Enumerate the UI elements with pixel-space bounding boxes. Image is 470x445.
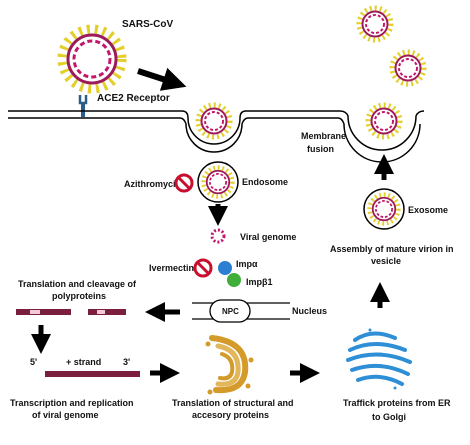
translation-structural-label-2: accesory proteins xyxy=(192,410,269,420)
translation-cleavage-label-2: polyproteins xyxy=(52,291,106,301)
polyprotein-2 xyxy=(88,309,126,315)
plus-strand-label: + strand xyxy=(66,357,101,367)
entry-arrow xyxy=(137,67,187,91)
sars-cov-virion xyxy=(57,24,127,94)
transcription-label-2: of viral genome xyxy=(32,410,99,420)
transcription-label: Transcription and replication xyxy=(10,398,134,408)
endosome xyxy=(197,161,239,203)
released-virion-3 xyxy=(368,105,400,137)
er-icon xyxy=(346,328,412,390)
polyprotein-1 xyxy=(16,309,71,315)
ivermectin-label: Ivermectin xyxy=(149,263,194,273)
exosome xyxy=(363,188,405,230)
virus-entering xyxy=(198,105,230,137)
released-virion-1 xyxy=(359,8,391,40)
imp-beta1-label: Impβ1 xyxy=(246,277,273,287)
traffick-label-2: to Golgi xyxy=(372,412,406,422)
released-virion-2 xyxy=(392,52,424,84)
three-prime-label: 3' xyxy=(123,357,130,367)
inhibitor-icon xyxy=(193,258,213,278)
imp-alpha-icon xyxy=(218,261,232,275)
sars-cov-label: SARS-CoV xyxy=(122,19,173,30)
exosome-label: Exosome xyxy=(408,205,448,215)
membrane-fusion-label: Membrane xyxy=(301,131,346,141)
imp-alpha-label: Impα xyxy=(236,259,258,269)
nucleus-label: Nucleus xyxy=(292,306,327,316)
plus-strand-rna xyxy=(45,371,140,377)
traffick-label: Traffick proteins from ER xyxy=(343,398,451,408)
translation-structural-label: Translation of structural and xyxy=(172,398,294,408)
five-prime-label: 5' xyxy=(30,357,37,367)
endosome-label: Endosome xyxy=(242,177,288,187)
npc xyxy=(209,299,251,323)
receptor-icon xyxy=(78,95,88,117)
imp-beta1-icon xyxy=(227,273,241,287)
azithromycin-label: Azithromycin xyxy=(124,179,181,189)
assembly-label-2: vesicle xyxy=(371,256,401,266)
translation-cleavage-label: Translation and cleavage of xyxy=(18,279,137,289)
npc-label: NPC xyxy=(222,307,239,316)
golgi-icon xyxy=(205,335,254,395)
virus-icon xyxy=(57,24,127,94)
viral-genome-icon xyxy=(210,228,226,244)
ace2-label: ACE2 Receptor xyxy=(97,93,170,104)
viral-genome-label: Viral genome xyxy=(240,232,296,242)
inhibitor-icon xyxy=(174,173,194,193)
assembly-label: Assembly of mature virion in xyxy=(330,244,454,254)
membrane-fusion-label-2: fusion xyxy=(307,144,334,154)
